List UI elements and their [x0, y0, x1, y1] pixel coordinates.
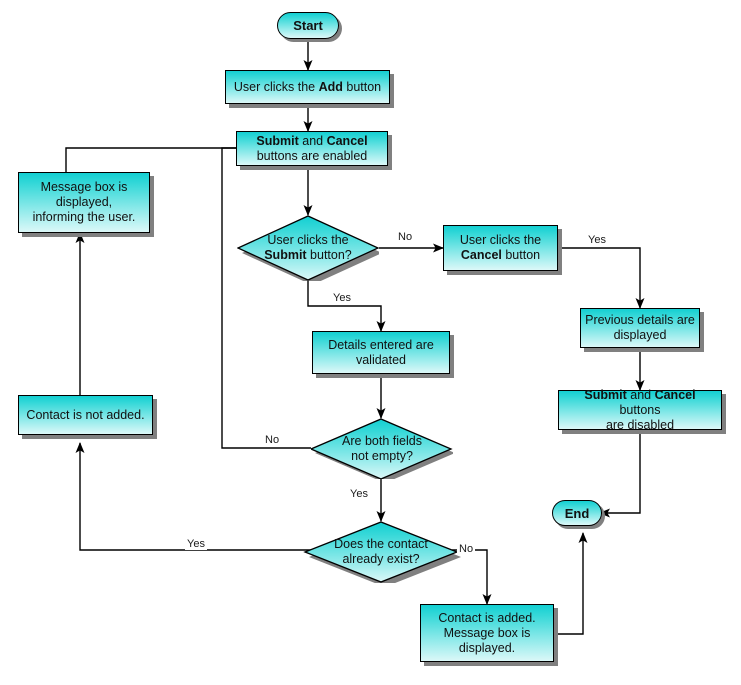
edge-fields-no-to-enabled: [221, 143, 311, 449]
node-end-label: End: [564, 505, 590, 521]
edge-label-submit-no: No: [396, 231, 415, 243]
edge-label-exists-yes: Yes: [185, 538, 207, 550]
edge-disabled-to-end: [599, 430, 641, 518]
edge-label-exists-no: No: [457, 543, 476, 555]
edge-label-submit-yes: Yes: [331, 292, 353, 304]
edge-submit-yes-to-validated: [307, 281, 386, 332]
fields-decision-shape: [311, 418, 453, 479]
edge-label-cancel-yes: Yes: [586, 234, 608, 246]
edge-added-to-end: [554, 532, 588, 635]
node-contact-not-added[interactable]: Contact is not added.: [18, 395, 153, 435]
edge-label-fields-yes: Yes: [348, 488, 370, 500]
node-end[interactable]: End: [552, 500, 602, 526]
node-user-clicks-add-label: User clicks the Add button: [233, 79, 382, 94]
edge-exists-yes-to-not-added: [75, 442, 311, 551]
node-user-clicks-add[interactable]: User clicks the Add button: [225, 70, 390, 104]
contact-exists-decision-shape: [303, 521, 461, 583]
node-start-label: Start: [293, 18, 323, 33]
edge-label-fields-no: No: [263, 434, 282, 446]
node-start[interactable]: Start: [277, 12, 339, 39]
edge-cancel-to-previous: [558, 247, 645, 309]
node-contact-not-added-label: Contact is not added.: [26, 407, 145, 422]
